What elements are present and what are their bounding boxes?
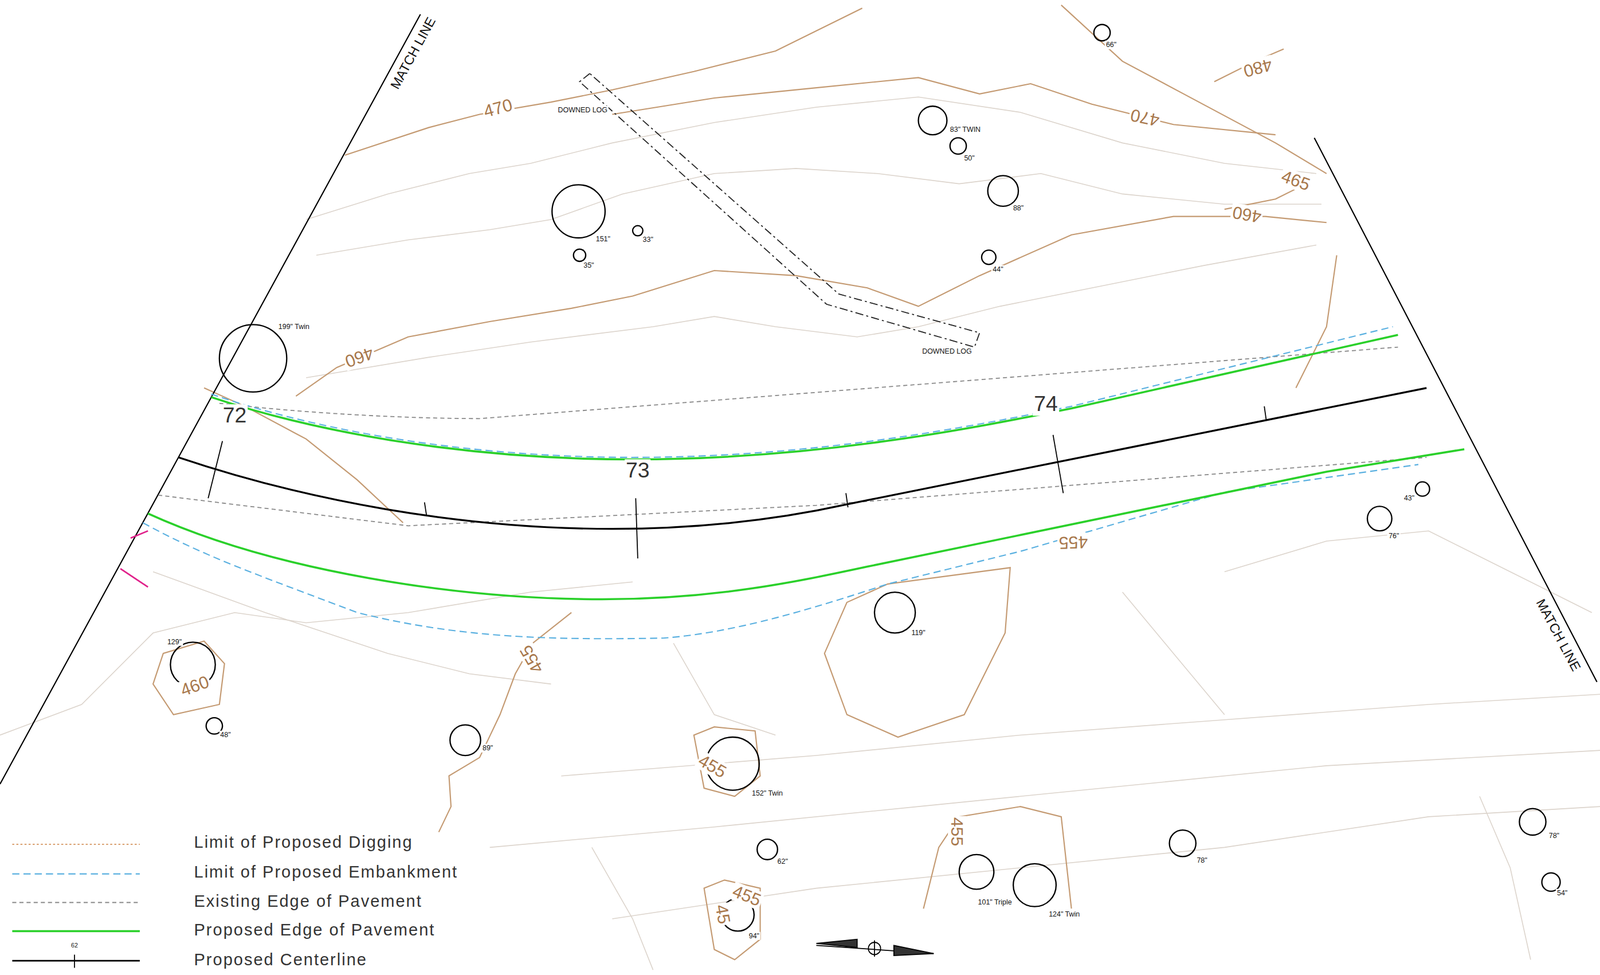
contour-label: 45 xyxy=(711,902,734,927)
legend-text: Proposed Edge of Pavement xyxy=(193,920,437,939)
contour-label: 455 xyxy=(1057,531,1090,552)
tree-size: 54" xyxy=(1555,888,1569,897)
tree-size: 78" xyxy=(1195,856,1209,865)
legend-text: Limit of Proposed Embankment xyxy=(193,862,460,881)
tree-size: 88" xyxy=(1012,204,1025,213)
contour-label: 480 xyxy=(1240,54,1276,81)
tree-size: 119" xyxy=(910,628,927,637)
contour-label: 455 xyxy=(515,641,548,678)
tree-size: 129" xyxy=(166,637,183,646)
tree-size: 151" xyxy=(594,234,612,243)
tree-size: 83" TWIN xyxy=(948,125,982,134)
tree-size: 76" xyxy=(1387,531,1400,540)
contour-label: 455 xyxy=(693,750,731,783)
tree-size: 43" xyxy=(1402,493,1416,503)
tree-size: 62" xyxy=(776,857,790,866)
contour-label: 455 xyxy=(728,881,766,911)
legend-station-tick: 62 xyxy=(69,941,80,949)
tree-size: 35" xyxy=(582,261,595,270)
contour-label: 470 xyxy=(480,95,516,121)
station-number: 72 xyxy=(221,404,249,427)
match-line xyxy=(1314,137,1597,682)
north-arrow xyxy=(816,939,934,957)
tree-size: 94" xyxy=(747,931,761,940)
log-label: DOWNED LOG xyxy=(556,106,609,115)
contour-label: 470 xyxy=(1127,104,1163,130)
major-contours xyxy=(153,5,1337,960)
legend-text: Proposed Centerline xyxy=(193,950,369,968)
tree-size: 199" Twin xyxy=(277,322,311,331)
tree-size: 44" xyxy=(991,265,1005,274)
contour-label: 465 xyxy=(1277,166,1314,195)
tree-size: 66" xyxy=(1104,40,1118,49)
tree-symbols xyxy=(170,24,1560,932)
station-number: 73 xyxy=(624,459,652,482)
log-label: DOWNED LOG xyxy=(920,346,974,355)
tree-size: 152" Twin xyxy=(750,788,784,797)
downed-log xyxy=(579,73,980,347)
tree-size: 50" xyxy=(962,154,976,163)
legend-samples xyxy=(12,844,140,968)
station-number: 74 xyxy=(1032,392,1060,415)
centerline xyxy=(178,387,1427,559)
tree-size: 78" xyxy=(1547,831,1561,840)
contour-label: 455 xyxy=(947,816,967,848)
tree-size: 124" Twin xyxy=(1047,910,1081,919)
magenta-marks xyxy=(120,530,148,587)
match-line-label: MATCH LINE xyxy=(387,13,439,93)
contour-label: 460 xyxy=(1229,202,1264,226)
match-line xyxy=(0,14,421,784)
proposed-edge xyxy=(147,334,1465,599)
tree-size: 33" xyxy=(641,235,655,244)
legend-text: Existing Edge of Pavement xyxy=(193,892,424,911)
minor-contours xyxy=(0,96,1600,970)
embankment-limit xyxy=(142,326,1419,639)
legend-text: Limit of Proposed Digging xyxy=(193,833,415,852)
tree-size: 101" Triple xyxy=(977,897,1014,907)
contour-label: 460 xyxy=(177,671,213,700)
tree-size: 48" xyxy=(218,730,232,739)
existing-edge xyxy=(158,347,1427,527)
tree-size: 89" xyxy=(481,743,494,752)
